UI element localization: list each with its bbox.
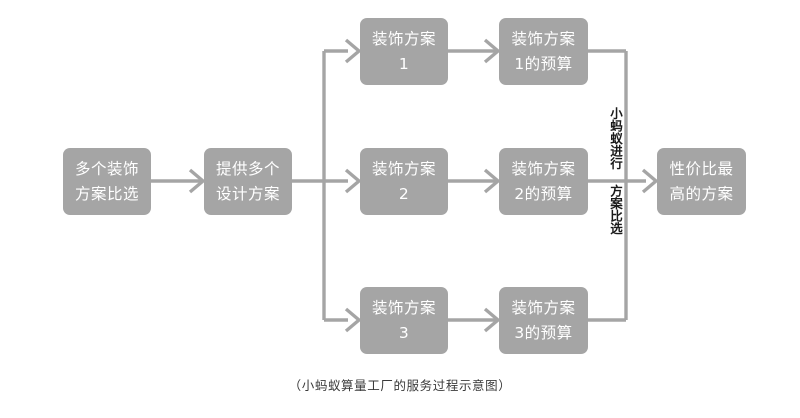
node-plan-1[interactable]: 装饰方案 1 [360, 18, 448, 85]
node-designs[interactable]: 提供多个 设计方案 [204, 148, 292, 215]
arrowhead-plan1 [344, 38, 362, 64]
arrowhead-designs [188, 168, 206, 194]
node-plan-2-line2: 2 [398, 184, 410, 203]
merge-vertical-label: 小蚂蚁进行 方案比选 [608, 107, 623, 235]
arrowhead-budget2 [483, 168, 501, 194]
node-budget-3[interactable]: 装饰方案 3的预算 [499, 287, 588, 354]
node-plan-3-line1: 装饰方案 [371, 299, 436, 318]
arrowhead-budget3 [483, 307, 501, 333]
arrowhead-plan3 [344, 307, 362, 333]
node-budget-1-line2: 1的预算 [514, 54, 573, 73]
node-designs-line2: 设计方案 [215, 184, 280, 203]
node-result-line2: 高的方案 [669, 184, 734, 203]
node-designs-line1: 提供多个 [215, 160, 280, 179]
node-budget-3-line2: 3的预算 [514, 323, 573, 342]
node-start-line2: 方案比选 [74, 184, 139, 203]
node-result[interactable]: 性价比最 高的方案 [657, 148, 746, 215]
diagram-caption: （小蚂蚁算量工厂的服务过程示意图） [288, 378, 512, 393]
node-start-line1: 多个装饰 [74, 160, 139, 179]
arrowhead-result [641, 168, 659, 194]
node-budget-2-line2: 2的预算 [514, 184, 573, 203]
node-budget-2[interactable]: 装饰方案 2的预算 [499, 148, 588, 215]
node-budget-2-line1: 装饰方案 [511, 160, 576, 179]
node-budget-1-line1: 装饰方案 [511, 30, 576, 49]
node-result-line1: 性价比最 [669, 160, 734, 179]
arrowhead-plan2 [344, 168, 362, 194]
node-plan-3[interactable]: 装饰方案 3 [360, 287, 448, 354]
node-budget-3-line1: 装饰方案 [511, 299, 576, 318]
node-budget-1[interactable]: 装饰方案 1的预算 [499, 18, 588, 85]
node-start[interactable]: 多个装饰 方案比选 [63, 148, 151, 215]
node-plan-1-line1: 装饰方案 [371, 30, 436, 49]
node-plan-2-line1: 装饰方案 [371, 160, 436, 179]
node-plan-1-line2: 1 [398, 54, 410, 73]
node-plan-2[interactable]: 装饰方案 2 [360, 148, 448, 215]
node-plan-3-line2: 3 [398, 323, 410, 342]
arrowhead-budget1 [483, 38, 501, 64]
